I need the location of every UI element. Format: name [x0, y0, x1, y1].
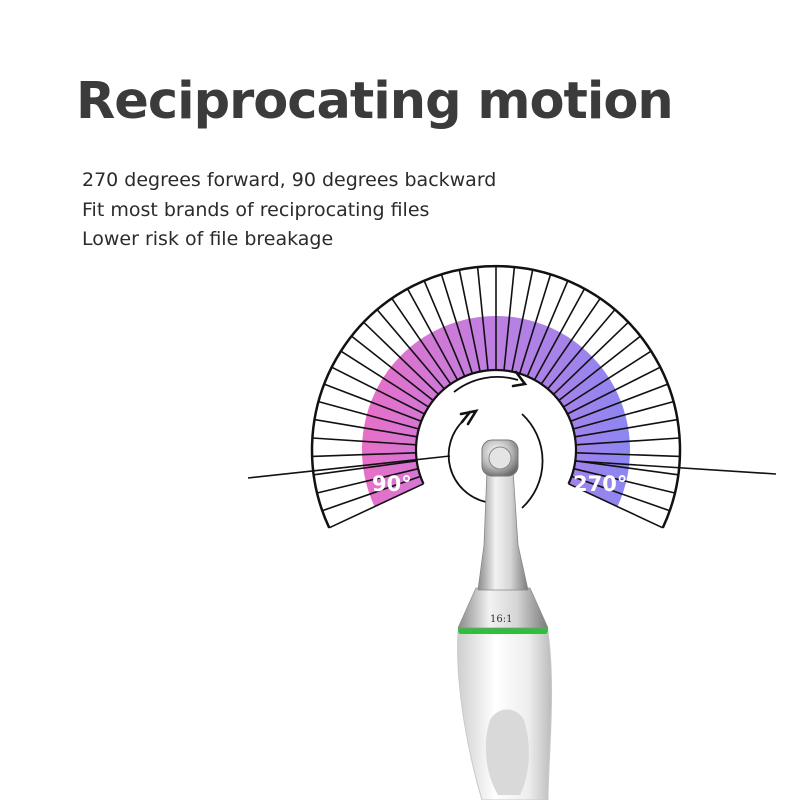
backward-angle-label: 90°: [372, 472, 412, 496]
dial-tick: [376, 309, 445, 390]
handpiece-head-cap: [488, 446, 512, 470]
dial-tick: [558, 335, 641, 402]
dial-tick: [406, 288, 459, 381]
dial-tick: [575, 460, 679, 476]
dial-tick: [568, 483, 664, 529]
right-pointer-line: [574, 460, 777, 475]
dial-tick: [314, 418, 418, 438]
dial-tick: [312, 452, 417, 458]
dial-ticks: [312, 266, 680, 529]
dial-tick: [351, 335, 434, 402]
dial-tick: [440, 274, 474, 374]
dial-tick: [573, 467, 676, 494]
dial-tick: [340, 350, 429, 408]
dial-tick: [316, 467, 419, 494]
angle-gradient-band: [362, 316, 630, 507]
dial-tick: [313, 460, 417, 476]
dial-tick: [540, 297, 601, 385]
dial-tick: [567, 366, 661, 415]
feature-item: Lower risk of file breakage: [82, 228, 334, 250]
backward-arrow-head-icon: [459, 409, 479, 426]
dial-tick: [575, 452, 680, 458]
dial-tick: [503, 266, 516, 371]
forward-rotation-arrow-upper: [453, 376, 519, 393]
handpiece-illustration: 16:1: [457, 439, 553, 800]
backward-rotation-arrow: [447, 419, 487, 503]
dial-tick: [571, 475, 670, 512]
left-pointer-line: [247, 455, 451, 479]
dial-tick: [552, 321, 629, 395]
dial-tick: [572, 400, 674, 430]
dial-tick: [328, 483, 424, 529]
dial-tick: [518, 274, 552, 374]
forward-arrow-head-icon: [511, 370, 528, 388]
dial-tick: [570, 383, 669, 423]
feature-item: Fit most brands of reciprocating files: [82, 198, 430, 221]
dial-tick: [318, 400, 420, 430]
dial-tick: [323, 383, 422, 423]
forward-angle-label: 270°: [573, 472, 627, 496]
page-title: Reciprocating motion: [76, 72, 674, 131]
dial-tick: [312, 437, 417, 446]
dial-tick: [322, 475, 421, 512]
dial-tick: [476, 266, 489, 371]
dial-tick: [423, 280, 466, 377]
dial-tick: [547, 309, 616, 390]
dial-tick: [331, 366, 425, 415]
handpiece-shaft: [477, 469, 529, 591]
gear-ratio-label: 16:1: [490, 614, 512, 625]
dial-tick: [363, 321, 440, 395]
dial-tick: [533, 288, 586, 381]
feature-item: 270 degrees forward, 90 degrees backward: [82, 169, 497, 191]
dial-tick: [563, 350, 652, 408]
feature-list: 270 degrees forward, 90 degrees backward…: [82, 166, 496, 255]
forward-rotation-arrow: [521, 413, 544, 509]
dial-tick: [526, 280, 569, 377]
dial-tick: [511, 269, 534, 372]
dial-tick: [575, 437, 680, 446]
dial-outer-arc: [310, 264, 682, 529]
dial-tick: [458, 269, 481, 372]
dial-inner-arc: [414, 368, 578, 485]
dial-tick: [574, 418, 678, 438]
dial-tick: [391, 297, 452, 385]
handpiece-grip: [485, 709, 529, 795]
